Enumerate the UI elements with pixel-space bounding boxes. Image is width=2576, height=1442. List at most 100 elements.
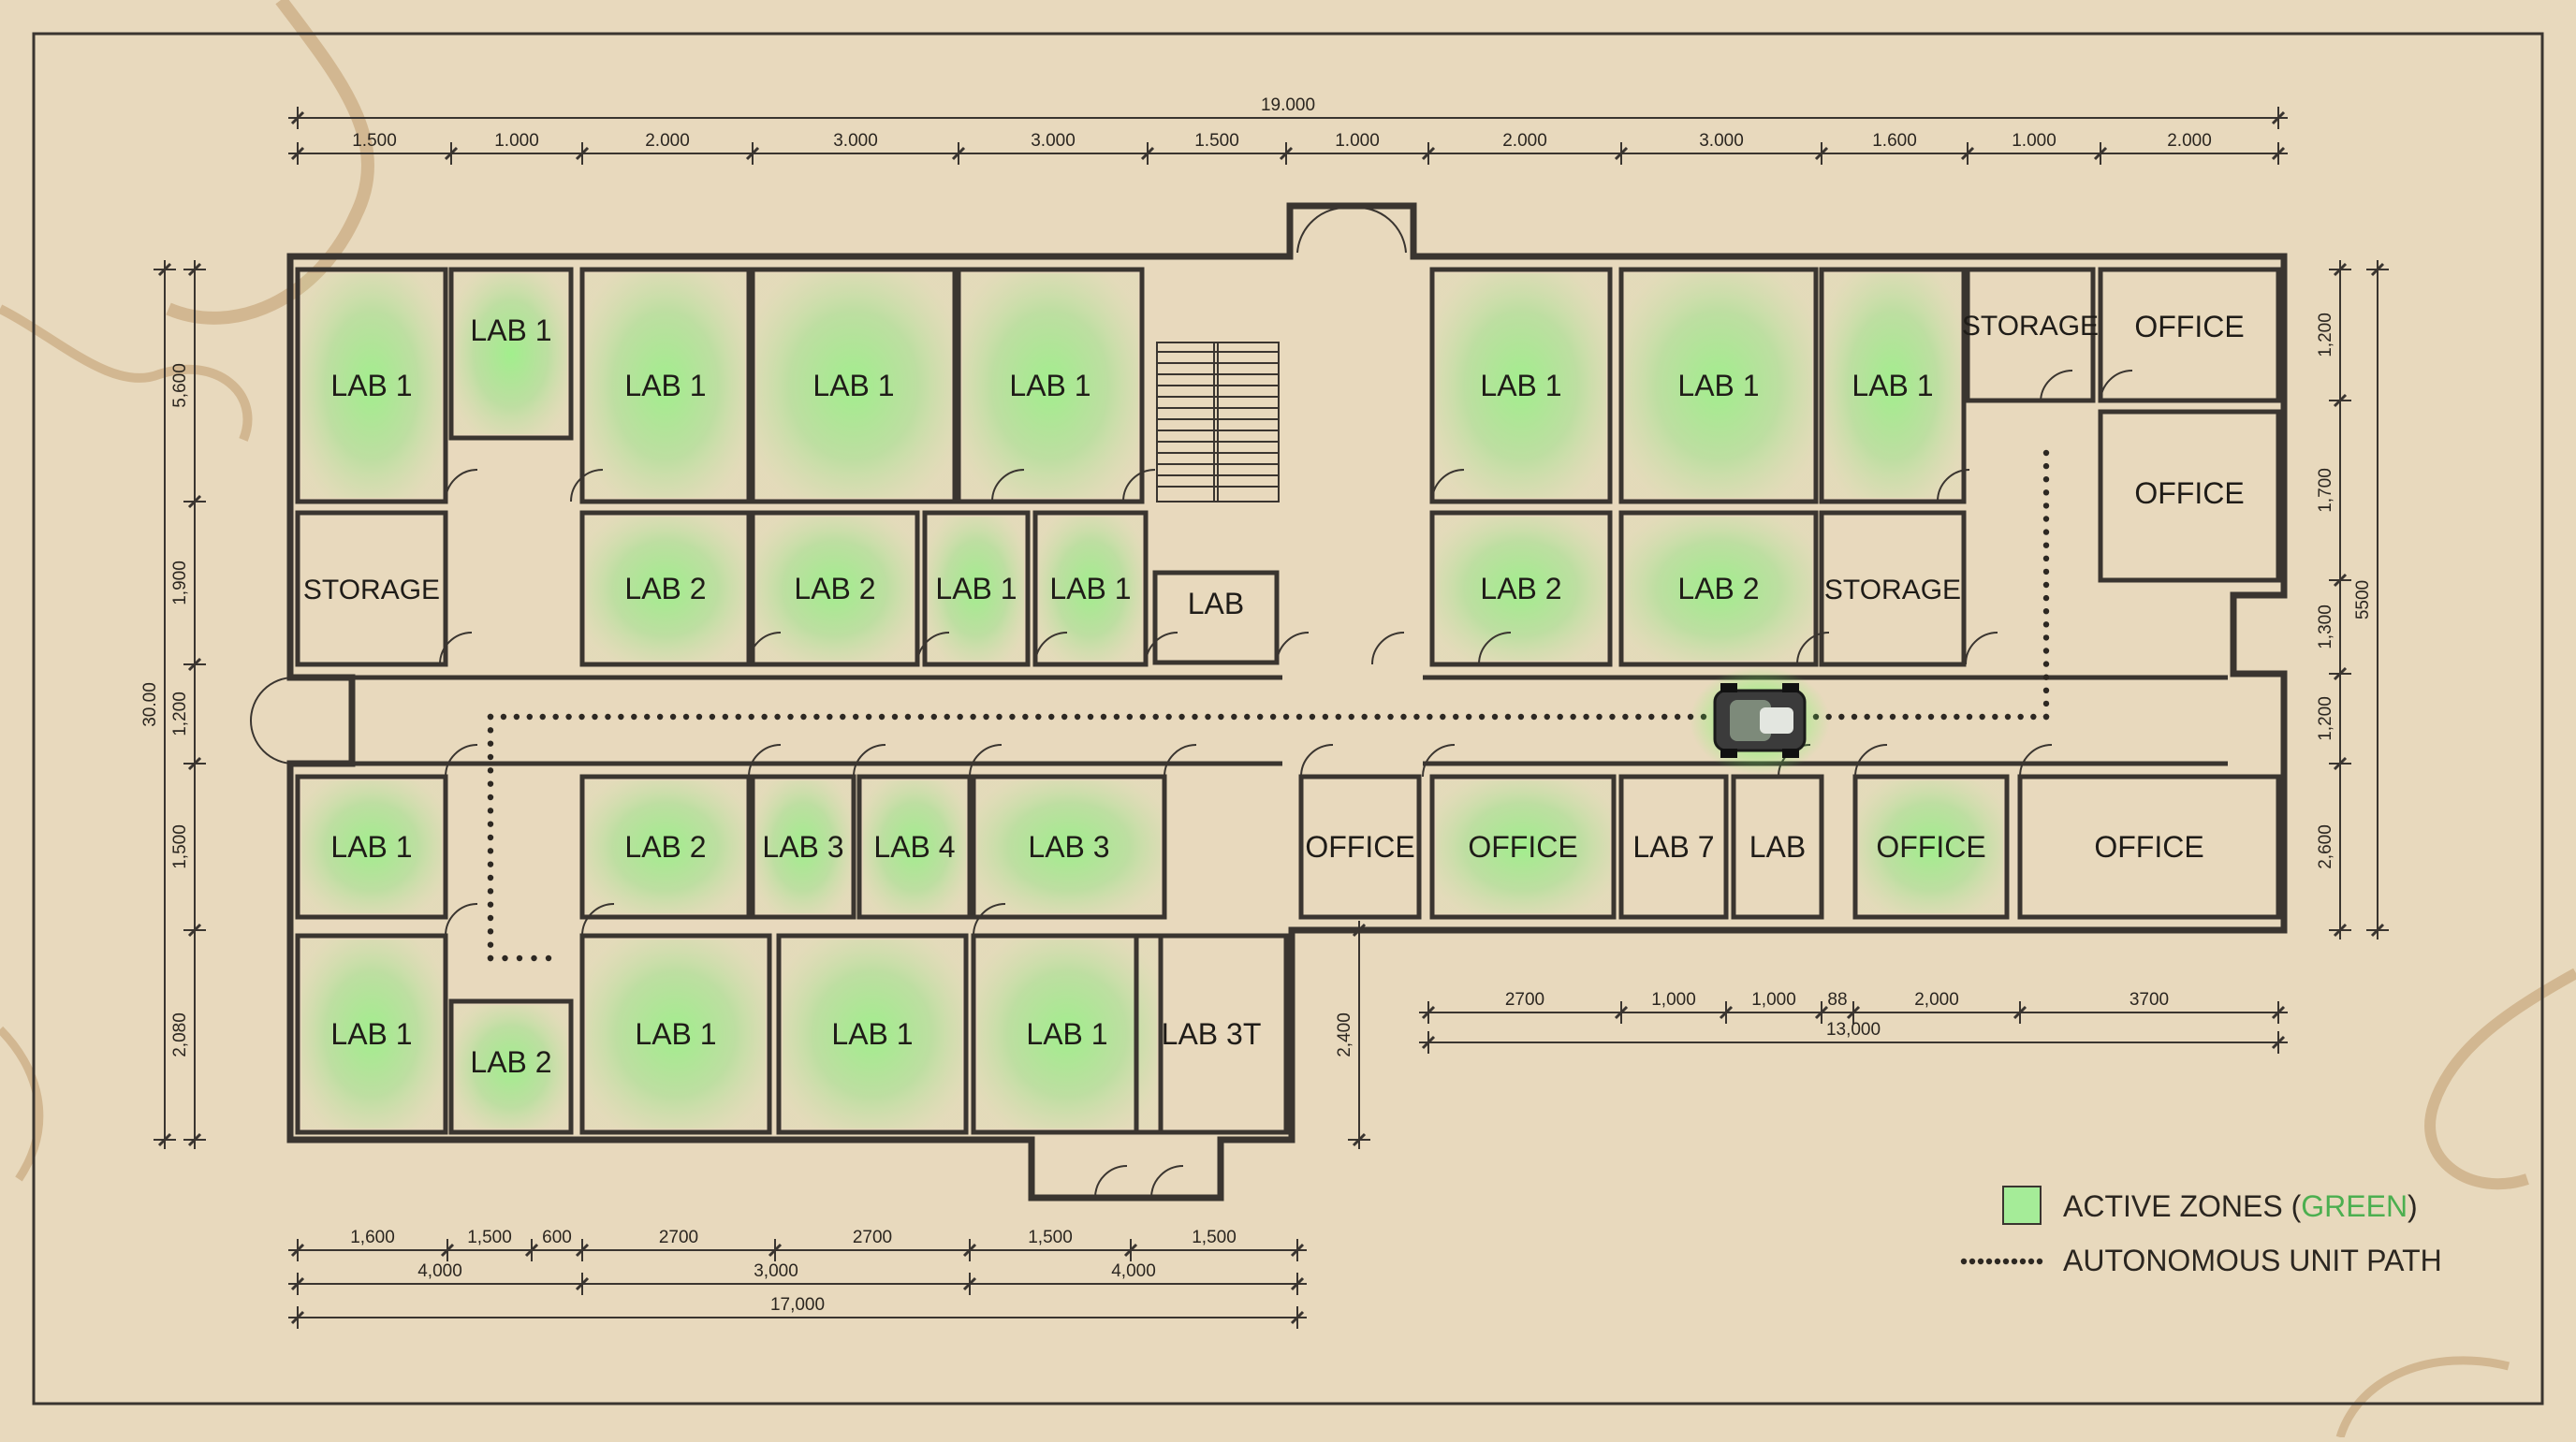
- path-dot: [552, 713, 559, 721]
- active-zone-glow: [586, 780, 745, 913]
- room-label: LAB 3: [1028, 830, 1109, 864]
- path-dot: [1218, 713, 1224, 721]
- path-dot: [1889, 713, 1896, 721]
- room-labels: LAB 1 LAB 1 LAB 1 LAB 1 LAB 1 STORAGE LAB 2 LAB…: [303, 310, 2245, 1079]
- door-swing: [973, 903, 1006, 937]
- path-dot: [1927, 713, 1935, 721]
- room-label: LAB 1: [1026, 1017, 1107, 1051]
- path-dot: [1622, 713, 1629, 721]
- legend-path-label: AUTONOMOUS UNIT PATH: [2063, 1244, 2442, 1277]
- dimension-label: 1,500: [170, 824, 190, 869]
- room-label: LAB 1: [831, 1017, 913, 1051]
- path-dot: [2004, 713, 2012, 721]
- path-dot: [1877, 713, 1883, 721]
- path-dot: [2042, 648, 2050, 654]
- path-dot: [787, 713, 794, 721]
- path-dot: [526, 713, 534, 721]
- path-dot: [2017, 713, 2024, 721]
- door-swing: [1854, 744, 1888, 778]
- door-swing: [1965, 632, 1998, 665]
- room-wall: [579, 267, 752, 504]
- dimension-label: 5,600: [170, 363, 190, 408]
- room-label: OFFICE: [1468, 830, 1577, 864]
- active-zone-glow: [1825, 273, 1960, 498]
- door-swing: [1094, 1165, 1128, 1199]
- path-dot: [1544, 713, 1550, 721]
- dimension-label: 1.600: [1872, 131, 1917, 151]
- room-label: LAB 1: [470, 313, 551, 347]
- path-dot: [2042, 529, 2050, 535]
- room-label: LAB 1: [330, 1017, 412, 1051]
- dimension-label: 5500: [2353, 580, 2373, 619]
- dimension-label: 13,000: [1826, 1020, 1881, 1040]
- path-dot: [2042, 568, 2050, 575]
- room-label: STORAGE: [1962, 311, 2099, 342]
- path-dot: [1491, 713, 1499, 721]
- room-label: STORAGE: [1824, 575, 1961, 605]
- active-zone-glow: [301, 780, 442, 913]
- room-label: LAB 1: [935, 572, 1017, 605]
- room-wall: [1032, 510, 1149, 667]
- path-dot: [487, 834, 494, 841]
- path-dot: [1557, 713, 1563, 721]
- door-swing: [1276, 632, 1310, 665]
- room-label: LAB 2: [624, 572, 706, 605]
- path-dot: [487, 954, 494, 962]
- room-wall: [1152, 570, 1280, 665]
- path-dot: [1192, 713, 1198, 721]
- path-dot: [800, 713, 807, 721]
- room-label: LAB 1: [812, 369, 894, 402]
- door-swing: [1796, 632, 1830, 665]
- room-wall: [971, 774, 1167, 920]
- path-dot: [917, 713, 925, 721]
- path-dot: [1400, 713, 1407, 721]
- active-zone-glow: [455, 273, 567, 434]
- active-zone-glow: [1436, 273, 1606, 498]
- room-wall: [776, 933, 969, 1135]
- door-swing: [1937, 469, 1970, 503]
- path-dot: [930, 713, 938, 721]
- path-dot: [1256, 713, 1264, 721]
- room-label: OFFICE: [2094, 830, 2203, 864]
- dimension-label: 1,300: [2316, 604, 2335, 649]
- entrance-door: [250, 677, 295, 721]
- path-dot: [748, 713, 754, 721]
- path-dot: [1139, 713, 1146, 721]
- active-zone-glow: [929, 517, 1024, 661]
- path-dot: [695, 713, 703, 721]
- door-swing: [748, 632, 782, 665]
- path-dot: [983, 713, 989, 721]
- door-swing: [2019, 744, 2053, 778]
- path-dot: [2042, 634, 2050, 641]
- active-zone-glow: [756, 273, 951, 498]
- room-wall: [1298, 774, 1422, 920]
- room-wall: [295, 933, 448, 1135]
- path-dot: [1864, 713, 1870, 721]
- path-dot: [656, 713, 664, 721]
- dimension-label: 88: [1827, 990, 1847, 1010]
- legend-dot: [1985, 1258, 1993, 1265]
- path-dot: [1504, 713, 1512, 721]
- room-label: LAB 1: [1852, 369, 1933, 402]
- path-dot: [2042, 555, 2050, 561]
- path-dot: [2042, 700, 2050, 707]
- active-zone-glow: [586, 939, 766, 1129]
- path-dot: [539, 713, 546, 721]
- door-swing: [1478, 632, 1512, 665]
- path-dot: [1348, 713, 1354, 721]
- room-wall: [1618, 267, 1819, 504]
- room-label: OFFICE: [2134, 310, 2244, 343]
- path-dot: [2030, 713, 2037, 721]
- path-dot: [545, 954, 552, 962]
- path-dot: [1035, 713, 1042, 721]
- path-dot: [487, 888, 494, 895]
- door-swing: [853, 744, 886, 778]
- path-dot: [1674, 713, 1681, 721]
- legend-dot: [1977, 1258, 1984, 1265]
- dimension-label: 1,200: [170, 692, 190, 736]
- dimension-label: 3700: [2130, 990, 2169, 1010]
- path-dot: [1465, 713, 1472, 721]
- path-dot: [2042, 608, 2050, 615]
- room-wall: [295, 267, 448, 504]
